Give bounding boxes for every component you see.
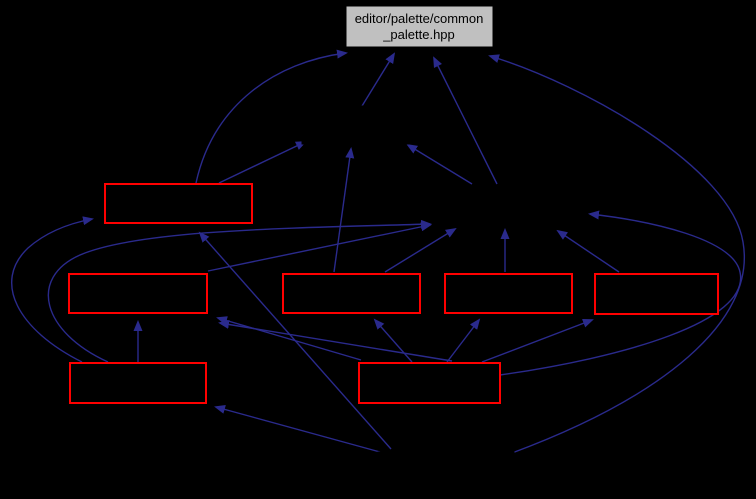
edge — [406, 143, 473, 185]
main-node: editor/palette/common _palette.hpp — [345, 5, 494, 48]
edge — [488, 54, 745, 454]
edge — [384, 227, 457, 273]
red-node-a[interactable] — [104, 183, 253, 224]
red-node-f[interactable] — [69, 362, 207, 404]
hidden-node-2 — [442, 185, 584, 225]
edge — [433, 56, 498, 185]
edge — [218, 141, 307, 184]
edge — [207, 222, 432, 272]
red-node-b[interactable] — [68, 273, 208, 314]
edge — [216, 316, 362, 361]
edge — [47, 219, 432, 363]
edge — [333, 147, 355, 273]
red-node-c[interactable] — [282, 273, 421, 314]
edge — [481, 319, 594, 363]
edge — [361, 52, 396, 107]
edge — [195, 49, 348, 184]
edge — [499, 210, 742, 376]
hidden-node-1 — [301, 105, 415, 145]
red-nodes — [68, 183, 719, 404]
main-node-label-line1: editor/palette/common — [355, 11, 484, 26]
edge — [446, 318, 481, 363]
main-node-label-line2: _palette.hpp — [382, 27, 455, 42]
red-node-g[interactable] — [358, 362, 501, 404]
edge — [11, 216, 94, 363]
red-node-e[interactable] — [594, 273, 719, 315]
hidden-nodes — [301, 105, 584, 491]
edge — [214, 405, 381, 453]
red-node-d[interactable] — [444, 273, 573, 314]
edge — [198, 231, 392, 450]
edges — [11, 49, 745, 454]
edge — [218, 320, 453, 362]
hidden-node-bottom — [377, 451, 515, 491]
edge — [556, 229, 620, 273]
main-node-box — [345, 5, 494, 48]
edge — [373, 318, 413, 363]
